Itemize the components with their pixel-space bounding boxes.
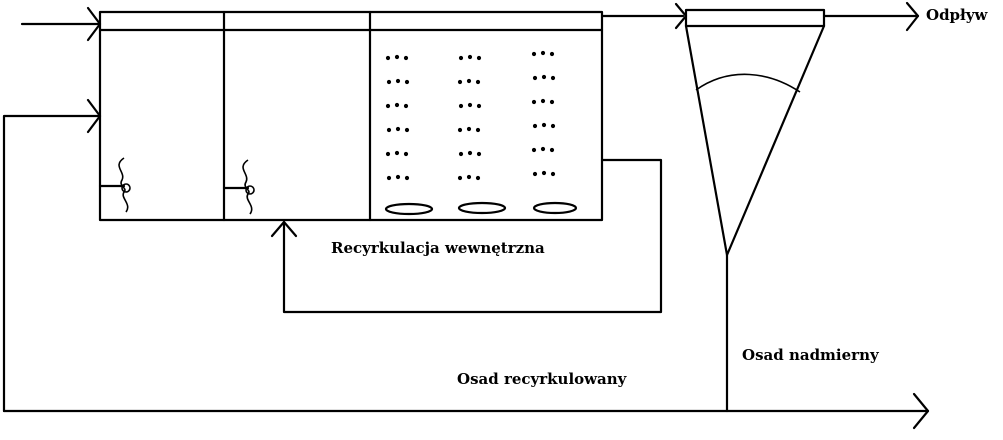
return-sludge-arrowhead	[86, 98, 102, 134]
bubble-dot	[404, 79, 410, 85]
bubble-dot	[403, 151, 409, 157]
bubble-dot	[549, 147, 555, 153]
bubble-dot	[457, 79, 463, 85]
diffuser-icon	[384, 202, 434, 216]
diffuser-group	[384, 201, 578, 216]
excess-sludge-arrowhead	[912, 392, 930, 430]
bubble-dot	[550, 75, 556, 81]
bubble-dot	[395, 126, 401, 132]
bubble-dot	[394, 54, 400, 60]
bubble-dot	[540, 146, 546, 152]
bubble-dot	[540, 98, 546, 104]
bubble-dot	[531, 51, 537, 57]
diffuser-icon	[457, 201, 507, 215]
bubble-dot	[475, 127, 481, 133]
bubble-dot	[531, 99, 537, 105]
bubble-dot	[540, 50, 546, 56]
bubble-dot	[395, 174, 401, 180]
bubble-dot	[466, 174, 472, 180]
bubble-dot	[549, 51, 555, 57]
mixer-icon	[222, 159, 255, 215]
internal-recirculation-arrowhead	[270, 220, 298, 238]
bubble-dot	[466, 126, 472, 132]
bubble-dot	[386, 175, 392, 181]
bubble-dot	[549, 99, 555, 105]
bubble-dot	[476, 151, 482, 157]
mixer-icon	[98, 157, 131, 213]
bubble-dot	[532, 171, 538, 177]
aeration-bubbles	[385, 50, 556, 181]
bubble-dot	[404, 127, 410, 133]
bubble-dot	[458, 55, 464, 61]
bubble-dot	[467, 54, 473, 60]
secondary-clarifier	[684, 8, 826, 257]
bubble-dot	[475, 175, 481, 181]
bubble-dot	[541, 74, 547, 80]
bubble-dot	[475, 79, 481, 85]
bubble-dot	[457, 175, 463, 181]
diffuser-icon	[532, 201, 578, 215]
bubble-dot	[385, 151, 391, 157]
bubble-dot	[458, 151, 464, 157]
bioreactor-tank	[98, 10, 604, 222]
bubble-dot	[394, 150, 400, 156]
bubble-dot	[532, 75, 538, 81]
internal-recirculation-loop	[270, 158, 663, 314]
recirculated-sludge-label: Osad recyrkulowany	[457, 370, 628, 388]
bubble-dot	[467, 102, 473, 108]
bubble-dot	[386, 79, 392, 85]
bubble-dot	[467, 150, 473, 156]
bubble-dot	[457, 127, 463, 133]
bubble-dot	[394, 102, 400, 108]
excess-sludge-label: Osad nadmierny	[742, 346, 880, 364]
outflow-label: Odpływ	[926, 6, 989, 24]
bubble-dot	[550, 171, 556, 177]
bubble-dot	[386, 127, 392, 133]
bubble-dot	[385, 103, 391, 109]
bubble-dot	[458, 103, 464, 109]
bubble-dot	[532, 123, 538, 129]
bubble-dot	[385, 55, 391, 61]
bubble-dot	[476, 55, 482, 61]
bubble-dot	[403, 103, 409, 109]
bubble-dot	[541, 122, 547, 128]
return-sludge-line	[2, 98, 102, 413]
bubble-dot	[466, 78, 472, 84]
outflow-line	[822, 1, 920, 32]
bubble-dot	[531, 147, 537, 153]
bubble-dot	[550, 123, 556, 129]
internal-recirculation-label: Recyrkulacja wewnętrzna	[331, 239, 545, 257]
outflow-arrowhead	[905, 1, 920, 32]
bubble-dot	[541, 170, 547, 176]
influent-line	[20, 6, 102, 42]
bubble-dot	[476, 103, 482, 109]
sludge-main-line	[2, 392, 930, 430]
bubble-dot	[403, 55, 409, 61]
bubble-dot	[404, 175, 410, 181]
bubble-dot	[395, 78, 401, 84]
